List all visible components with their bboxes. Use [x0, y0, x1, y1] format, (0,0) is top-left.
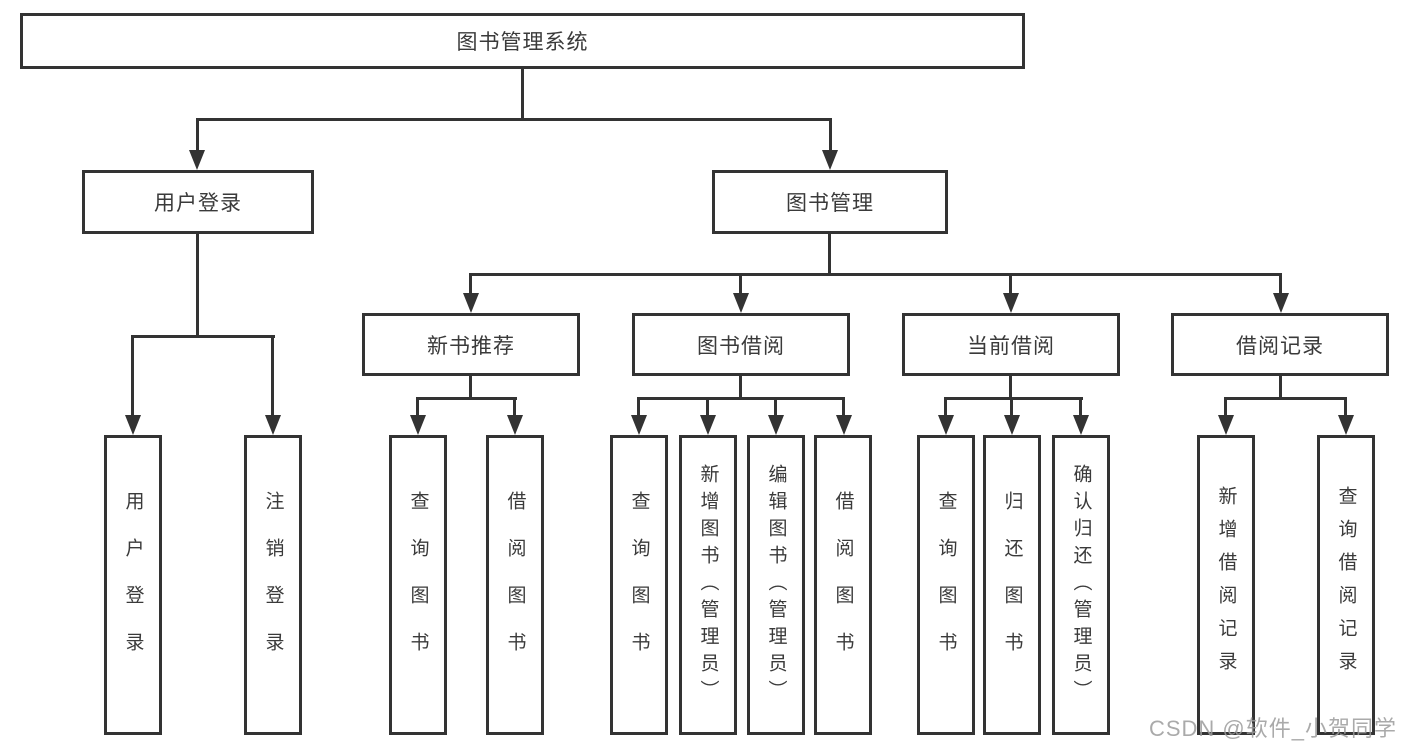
node-root-book-management-system: 图书管理系统: [20, 13, 1025, 69]
connector-book-management-drop: [828, 234, 831, 273]
node-current-borrowing: 当前借阅: [902, 313, 1120, 376]
leaf-label: 用户登录: [122, 491, 144, 679]
node-borrowing-records: 借阅记录: [1171, 313, 1389, 376]
connector-stem-leaf: [416, 397, 419, 417]
node-user-login: 用户登录: [82, 170, 314, 234]
connector-drop: [1009, 376, 1012, 397]
leaf-user-login: 用户登录: [104, 435, 162, 735]
connector-hbar: [416, 397, 517, 400]
connector-stem-leaf: [706, 397, 709, 417]
leaf-label: 新增借阅记录: [1215, 486, 1237, 684]
arrow-down-icon: [1004, 415, 1020, 435]
arrow-down-icon: [1273, 293, 1289, 313]
leaf-label: 新增图书（管理员）: [697, 463, 719, 707]
node-book-borrowing: 图书借阅: [632, 313, 850, 376]
connector-hbar: [944, 397, 1083, 400]
node-label: 新书推荐: [427, 334, 515, 358]
arrow-down-icon: [507, 415, 523, 435]
connector-stem-user-login: [196, 118, 199, 152]
leaf-borrow-books: 借阅图书: [814, 435, 872, 735]
connector-user-login-hbar: [131, 335, 275, 338]
leaf-query-books: 查询图书: [917, 435, 975, 735]
connector-hbar: [637, 397, 845, 400]
arrow-down-icon: [125, 415, 141, 435]
node-label: 当前借阅: [967, 334, 1055, 358]
connector-stem-leaf: [271, 335, 274, 417]
leaf-query-books: 查询图书: [610, 435, 668, 735]
leaf-label: 编辑图书（管理员）: [765, 463, 787, 707]
leaf-return-books: 归还图书: [983, 435, 1041, 735]
arrow-down-icon: [1218, 415, 1234, 435]
connector-stem-leaf: [1079, 397, 1082, 417]
connector-stem-leaf: [637, 397, 640, 417]
connector-stem-leaf: [1010, 397, 1013, 417]
connector-level3-hbar: [469, 273, 1282, 276]
leaf-borrow-books: 借阅图书: [486, 435, 544, 735]
leaf-label: 借阅图书: [832, 491, 854, 679]
connector-stem-leaf: [1344, 397, 1347, 417]
node-label: 图书管理系统: [456, 31, 589, 54]
node-label: 图书借阅: [697, 334, 785, 358]
leaf-label: 确认归还（管理员）: [1070, 463, 1092, 707]
arrow-down-icon: [463, 293, 479, 313]
connector-stem-current-borrow: [1009, 273, 1012, 295]
connector-stem-borrow-records: [1279, 273, 1282, 295]
arrow-down-icon: [836, 415, 852, 435]
arrow-down-icon: [189, 150, 205, 170]
node-label: 借阅记录: [1236, 334, 1324, 358]
arrow-down-icon: [700, 415, 716, 435]
connector-drop: [469, 376, 472, 397]
leaf-label: 查询图书: [407, 491, 429, 679]
connector-drop: [1279, 376, 1282, 397]
arrow-down-icon: [1073, 415, 1089, 435]
arrow-down-icon: [733, 293, 749, 313]
connector-stem-leaf: [842, 397, 845, 417]
leaf-label: 注销登录: [262, 491, 284, 679]
arrow-down-icon: [938, 415, 954, 435]
leaf-edit-books-admin: 编辑图书（管理员）: [747, 435, 805, 735]
leaf-label: 归还图书: [1001, 491, 1023, 679]
connector-hbar: [1224, 397, 1347, 400]
node-label: 图书管理: [786, 192, 874, 215]
connector-stem-leaf: [944, 397, 947, 417]
arrow-down-icon: [410, 415, 426, 435]
arrow-down-icon: [631, 415, 647, 435]
connector-stem-leaf: [774, 397, 777, 417]
arrow-down-icon: [265, 415, 281, 435]
connector-user-login-drop: [196, 234, 199, 335]
connector-root-drop: [521, 69, 524, 118]
arrow-down-icon: [1338, 415, 1354, 435]
leaf-label: 借阅图书: [504, 491, 526, 679]
arrow-down-icon: [768, 415, 784, 435]
leaf-add-books-admin: 新增图书（管理员）: [679, 435, 737, 735]
connector-root-hbar: [196, 118, 832, 121]
node-new-book-recommendation: 新书推荐: [362, 313, 580, 376]
arrow-down-icon: [822, 150, 838, 170]
connector-stem-book-management: [829, 118, 832, 152]
connector-drop: [739, 376, 742, 397]
connector-stem-leaf: [1224, 397, 1227, 417]
node-book-management: 图书管理: [712, 170, 948, 234]
connector-stem-leaf: [131, 335, 134, 417]
leaf-label: 查询图书: [935, 491, 957, 679]
leaf-label: 查询借阅记录: [1335, 486, 1357, 684]
connector-stem-new-book: [469, 273, 472, 295]
connector-stem-leaf: [513, 397, 516, 417]
node-label: 用户登录: [154, 192, 242, 215]
connector-stem-book-borrow: [739, 273, 742, 295]
leaf-confirm-return-admin: 确认归还（管理员）: [1052, 435, 1110, 735]
leaf-logout: 注销登录: [244, 435, 302, 735]
leaf-query-borrow-record: 查询借阅记录: [1317, 435, 1375, 735]
leaf-label: 查询图书: [628, 491, 650, 679]
leaf-query-books: 查询图书: [389, 435, 447, 735]
arrow-down-icon: [1003, 293, 1019, 313]
leaf-add-borrow-record: 新增借阅记录: [1197, 435, 1255, 735]
